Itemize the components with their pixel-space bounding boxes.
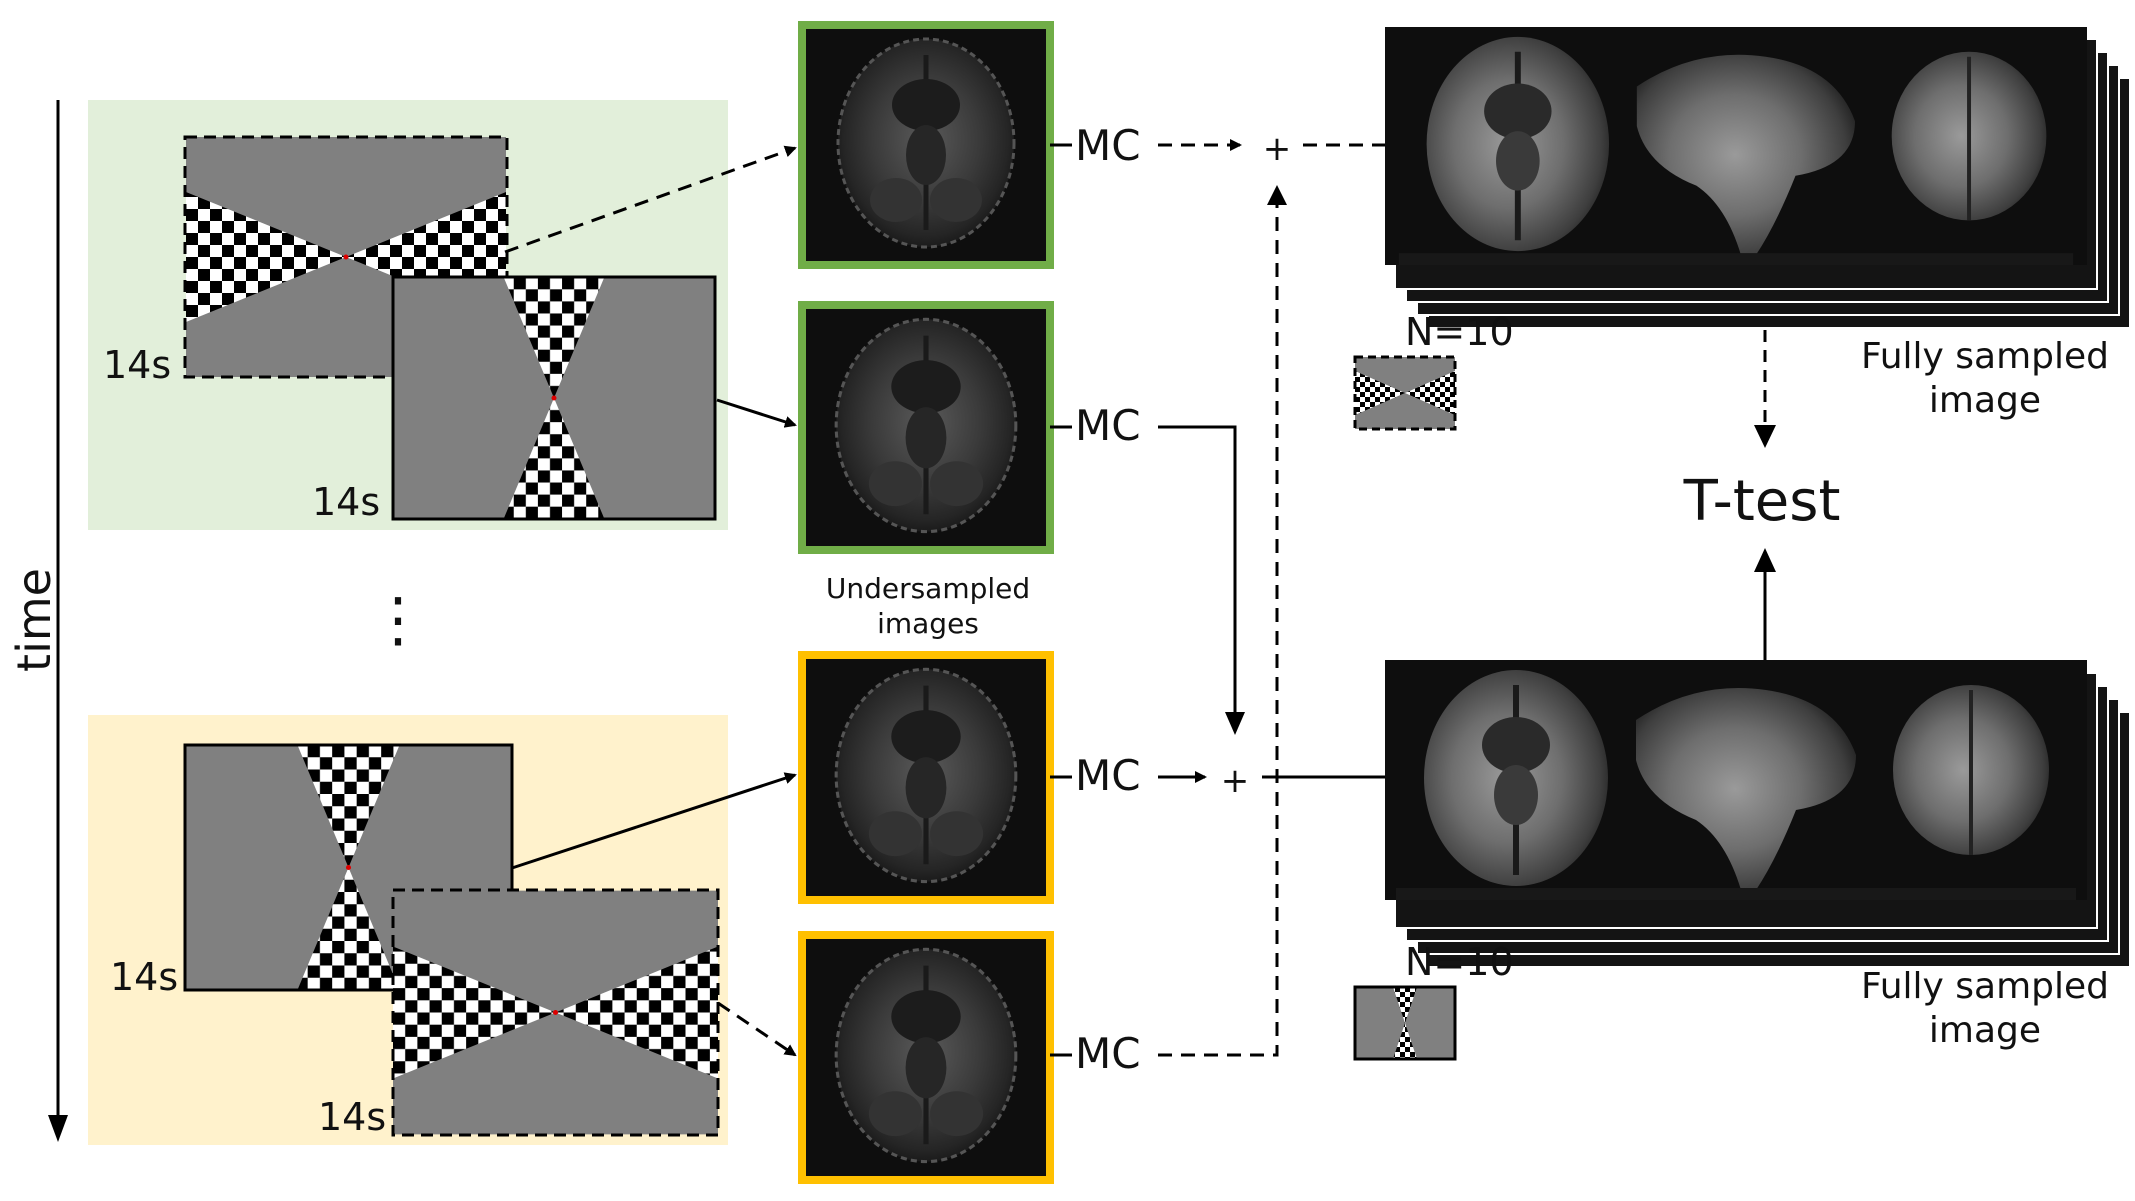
- mc-label-4: MC: [1075, 1029, 1141, 1078]
- stimulus-vertical-top: [391, 275, 717, 521]
- stimulus-horizontal-bottom: [391, 888, 720, 1137]
- ellipsis: ⋮: [368, 585, 428, 655]
- bottom-image-stack: [1385, 660, 2131, 968]
- arrow-mc2-head: [1225, 712, 1245, 735]
- time-axis-label: time: [7, 568, 61, 672]
- plus-top: +: [1263, 129, 1292, 169]
- bottom-stack-stimulus-thumbnail: [1353, 985, 1457, 1061]
- top-stack-count: N=10: [1405, 310, 1514, 354]
- undersampled-image-3: [798, 651, 1054, 904]
- undersampled-caption-line2: images: [877, 607, 979, 640]
- arrow-mc4-head: [1267, 185, 1287, 205]
- bottom-stack-caption-line2: image: [1929, 1010, 2041, 1051]
- duration-label-2a: 14s: [110, 955, 178, 999]
- top-stack-caption-line1: Fully sampled: [1861, 336, 2109, 377]
- plus-middle: +: [1221, 761, 1250, 801]
- arrow-stim-to-img2: [716, 398, 797, 428]
- bottom-stack-caption-line1: Fully sampled: [1861, 966, 2109, 1007]
- arrow-top-stack-head: [1754, 425, 1776, 448]
- arrow-stim-to-img1: [504, 145, 797, 254]
- mc-label-1: MC: [1075, 121, 1141, 170]
- mc-label-2: MC: [1075, 401, 1141, 450]
- arrow-stim-to-img4: [717, 1001, 797, 1057]
- time-axis: [48, 100, 68, 1142]
- bottom-stack-count: N=10: [1405, 940, 1514, 984]
- undersampled-image-4: [798, 931, 1054, 1184]
- duration-label-1a: 14s: [103, 343, 171, 387]
- undersampled-caption-line1: Undersampled: [826, 572, 1030, 605]
- duration-label-2b: 14s: [318, 1095, 386, 1139]
- undersampled-image-2: [798, 301, 1054, 554]
- arrow-mc2-to-plus-middle: [1158, 425, 1237, 725]
- arrow-mc4-to-plus-top: [1158, 195, 1279, 1057]
- top-stack-caption-line2: image: [1929, 380, 2041, 421]
- top-image-stack: [1385, 27, 2131, 329]
- arrow-stim-to-img3: [511, 772, 797, 870]
- ttest-label: T-test: [1683, 469, 1841, 534]
- mc-label-3: MC: [1075, 751, 1141, 800]
- top-stack-stimulus-thumbnail: [1353, 355, 1457, 431]
- stimulus-horizontal-top: [183, 135, 509, 379]
- undersampled-image-1: [798, 21, 1054, 269]
- duration-label-1b: 14s: [312, 480, 380, 524]
- arrow-bottom-stack-head: [1754, 548, 1776, 572]
